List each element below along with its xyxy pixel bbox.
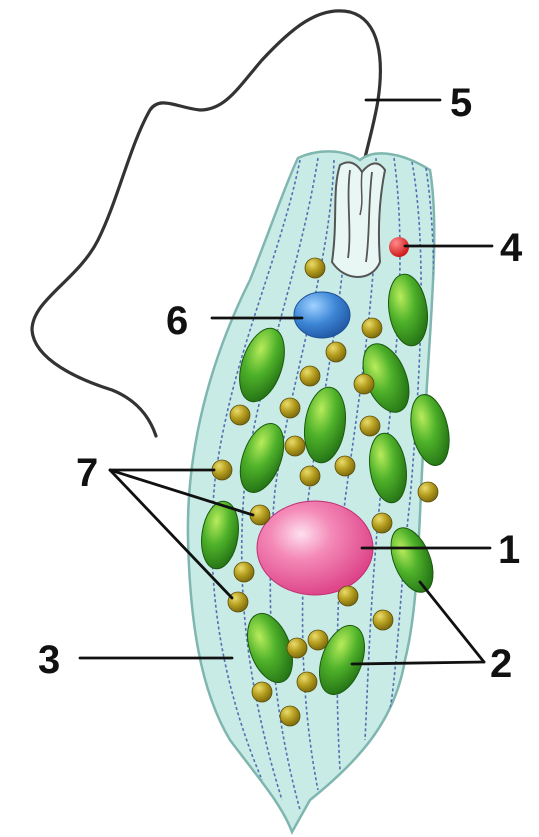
granule [308,630,328,650]
granule [362,318,382,338]
granule [252,682,272,702]
reservoir-inner-left [348,170,350,258]
granule [285,436,305,456]
granule [418,482,438,502]
granule [280,398,300,418]
label-2: 2 [490,642,512,686]
leader-line-2b [420,582,484,662]
label-3: 3 [38,638,60,682]
granule [360,416,380,436]
granule [335,456,355,476]
reservoir [332,162,385,277]
granule [234,562,254,582]
label-4: 4 [500,226,523,270]
granule [230,405,250,425]
label-5: 5 [450,81,472,125]
granule [372,513,392,533]
granule [326,342,346,362]
granule [338,586,358,606]
leader-line-2a [352,662,484,664]
contractile-vacuole [294,292,350,338]
granule [300,466,320,486]
granule [280,706,300,726]
granule [287,638,307,658]
granule [373,610,393,630]
granule [354,374,374,394]
nucleus [257,501,373,595]
label-6: 6 [166,299,188,343]
granule [297,672,317,692]
label-1: 1 [498,528,520,572]
granule [305,258,325,278]
granule [300,366,320,386]
label-7: 7 [76,451,98,495]
